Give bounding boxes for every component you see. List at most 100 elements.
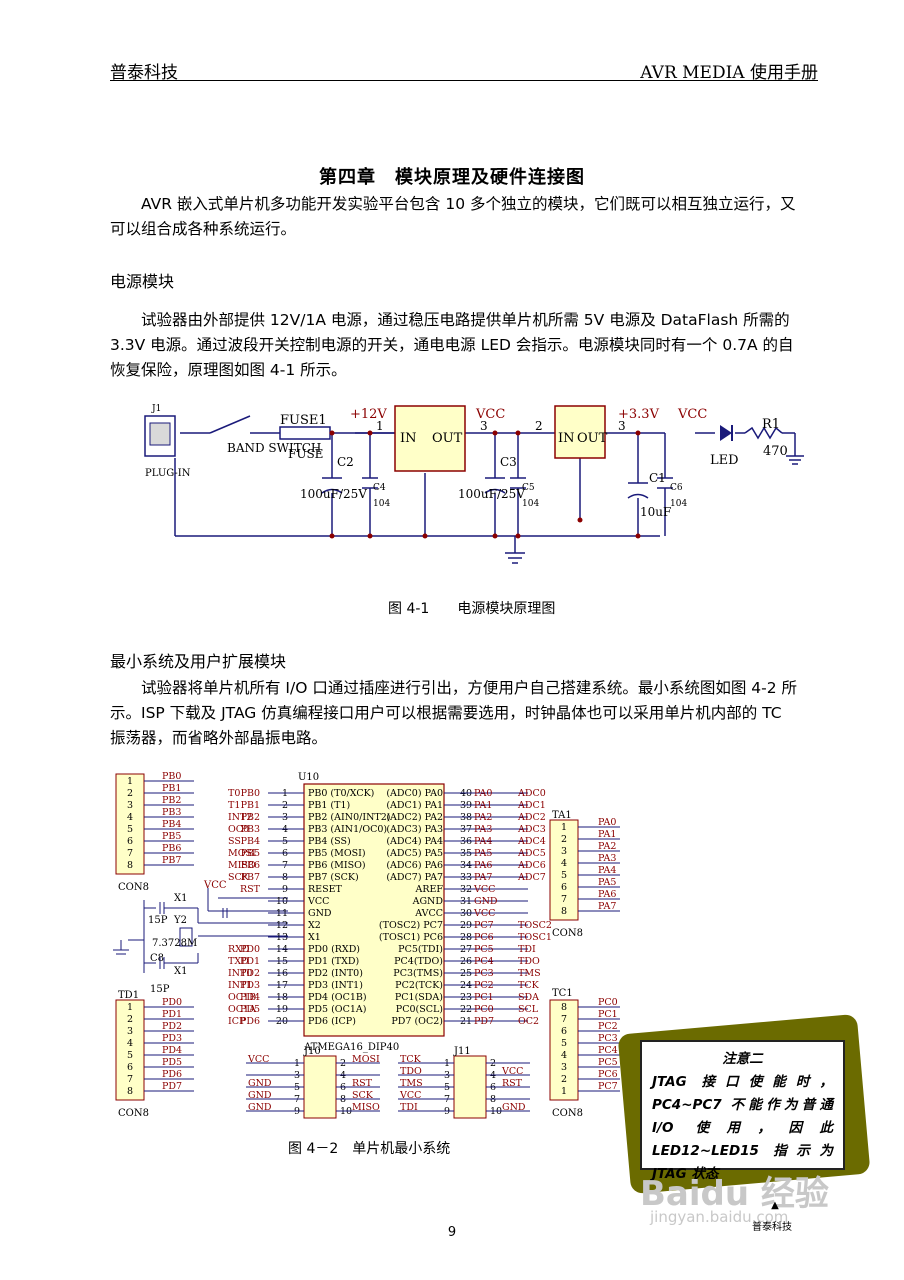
c5-label: C5 <box>522 483 535 493</box>
mcu-left-pin: PD0 (RXD) <box>308 944 360 955</box>
con-pd-pin-number: 7 <box>127 1074 133 1085</box>
mcu-left-pin: PB3 (AIN1/OC0) <box>308 824 387 835</box>
minsys-heading: 最小系统及用户扩展模块 <box>110 652 287 671</box>
switch-label: BAND SWITCH <box>227 441 321 455</box>
mcu-right-alt: ADC2 <box>517 812 546 823</box>
c3-label: C3 <box>500 455 517 469</box>
mcu-left-net: PB1 <box>241 800 260 811</box>
mcu-right-alt: TMS <box>518 968 541 979</box>
mcu-left-alt: RXD <box>228 944 250 955</box>
mcu-right-net: GND <box>474 896 498 907</box>
con-pb-net: PB1 <box>162 783 181 794</box>
mcu-left-net: PB2 <box>241 812 260 823</box>
mcu-right-net: PA5 <box>474 848 492 859</box>
con-pd-pin-number: 3 <box>127 1026 133 1037</box>
mcu-right-net: PC4 <box>474 956 494 967</box>
mcu-left-net: PD1 <box>240 956 260 967</box>
note-title: 注意二 <box>722 1051 763 1067</box>
con-pa-pin-number: 5 <box>561 870 567 881</box>
mcu-right-pin: (ADC2) PA2 <box>386 812 443 823</box>
j11-left-net: TMS <box>400 1078 423 1089</box>
watermark-main: Baidu 经验 <box>640 1174 829 1214</box>
mcu-right-net: PA3 <box>474 824 492 835</box>
y2-label: Y2 <box>173 915 187 926</box>
mcu-right-net: VCC <box>473 884 495 895</box>
con-pc-net: PC3 <box>598 1033 618 1044</box>
j10-left-net: GND <box>248 1078 272 1089</box>
mcu-right-net: PA7 <box>474 872 492 883</box>
con-pa-pin-number: 2 <box>561 834 567 845</box>
con-pa-pin-number: 1 <box>561 822 567 833</box>
watermark-sub: jingyan.baidu.com <box>650 1208 789 1226</box>
con-pc-pin-number: 1 <box>561 1086 567 1097</box>
reg1-in: IN <box>400 431 417 446</box>
mcu-left-pin: PD4 (OC1B) <box>308 992 367 1003</box>
mcu-left-net: PD2 <box>240 968 260 979</box>
mcu-left-alt: MISO <box>228 860 256 871</box>
mcu-right-pin: PC2(TCK) <box>395 980 443 991</box>
mcu-right-net: PC0 <box>474 1004 494 1015</box>
r1-value: 470 <box>763 444 788 459</box>
mcu-left-net: PB0 <box>241 788 260 799</box>
mcu-left-net: PD5 <box>240 1004 260 1015</box>
con-pa-ref: TA1 <box>552 810 572 821</box>
c1-label: C1 <box>649 471 666 485</box>
con-pc-pin-number: 5 <box>561 1038 567 1049</box>
con-pd-ref: TD1 <box>118 990 139 1001</box>
c2-label: C2 <box>337 455 354 469</box>
con-pc-body <box>549 999 579 1101</box>
j10-left-net: GND <box>248 1090 272 1101</box>
con-pd-net: PD5 <box>162 1057 182 1068</box>
fuse-label: FUSE <box>288 447 323 461</box>
j10-right-net: RST <box>352 1078 373 1089</box>
mcu-right-alt: ADC7 <box>517 872 546 883</box>
mcu-right-alt: TOSC1 <box>518 932 552 943</box>
mcu-right-alt: ADC0 <box>517 788 546 799</box>
mcu-body <box>303 783 445 1037</box>
mcu-right-alt: OC2 <box>518 1016 539 1027</box>
con-pd-pin-number: 6 <box>127 1062 133 1073</box>
mcu-right-pin: PC0(SCL) <box>396 1004 443 1015</box>
power-paragraph: 试验器由外部提供 12V/1A 电源，通过稳压电路提供单片机所需 5V 电源及 … <box>110 311 794 379</box>
c5-value: 104 <box>522 499 539 509</box>
mcu-right-pin: (TOSC2) PC7 <box>379 920 443 931</box>
con-pd-net: PD7 <box>162 1081 182 1092</box>
con-pb-net: PB3 <box>162 807 181 818</box>
con-pa-body <box>549 819 579 921</box>
mcu-right-pin: PD7 (OC2) <box>391 1016 443 1027</box>
con-pb-net: PB0 <box>162 771 181 782</box>
mcu-right-net: PD7 <box>474 1016 494 1027</box>
con-pc-name: CON8 <box>552 1108 583 1119</box>
j11-ref: J11 <box>453 1046 471 1057</box>
mcu-right-pin: AGND <box>412 896 444 907</box>
mcu-right-pin: (ADC4) PA4 <box>386 836 443 847</box>
mcu-left-net: PB7 <box>241 872 260 883</box>
con-pc-pin-number: 6 <box>561 1026 567 1037</box>
con-pd-pin-number: 2 <box>127 1014 133 1025</box>
con-pc-pin-number: 8 <box>561 1002 567 1013</box>
j11-left-net: VCC <box>399 1090 421 1101</box>
con-pc-net: PC2 <box>598 1021 618 1032</box>
fuse1-label: FUSE1 <box>280 413 327 428</box>
c3-value: 100uF/25V <box>458 487 525 501</box>
chapter-title: 第四章 模块原理及硬件连接图 <box>319 167 585 188</box>
mcu-right-net: PA6 <box>474 860 492 871</box>
mcu-left-alt: MOSI <box>228 848 256 859</box>
header-rule <box>110 80 818 81</box>
mcu-left-alt: T1 <box>228 800 240 811</box>
intro-paragraph: AVR 嵌入式单片机多功能开发实验平台包含 10 多个独立的模块，它们既可以相互… <box>110 195 796 238</box>
mcu-left-pin: PB0 (T0/XCK) <box>308 788 374 799</box>
mcu-left-pin: PB2 (AIN0/INT2) <box>308 812 390 823</box>
con-pa-net: PA5 <box>598 877 616 888</box>
mcu-right-pin: AVCC <box>414 908 443 919</box>
chip-part: ATMEGA16_DIP40 <box>303 1042 399 1053</box>
mcu-left-net: RST <box>240 884 261 895</box>
con-pc-net: PC0 <box>598 997 618 1008</box>
mcu-left-pin: PB4 (SS) <box>308 836 351 847</box>
mcu-left-alt: T0 <box>228 788 240 799</box>
j10-right-net: SCK <box>352 1090 374 1101</box>
c7-cap: 15P <box>148 915 168 926</box>
con-pc-pin-number: 4 <box>561 1050 567 1061</box>
c8-label: C8 <box>150 953 164 964</box>
con-pb-net: PB2 <box>162 795 181 806</box>
